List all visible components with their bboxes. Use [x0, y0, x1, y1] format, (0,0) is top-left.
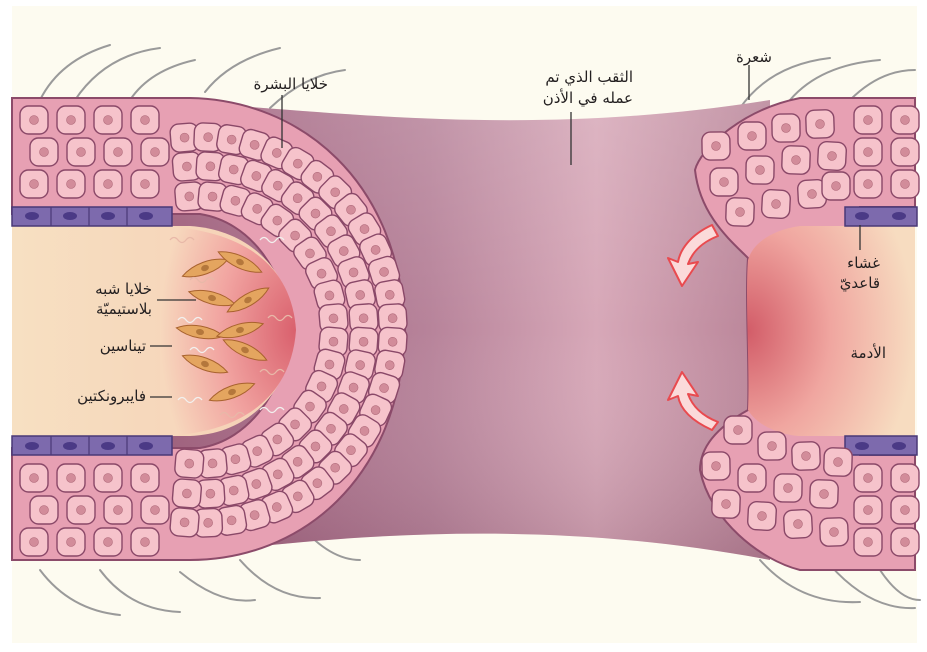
- epidermal-cell: [104, 138, 132, 166]
- epidermal-cell: [738, 122, 766, 150]
- epidermal-cell: [170, 507, 200, 537]
- epidermal-cell: [141, 496, 169, 524]
- epidermal-cell: [94, 464, 122, 492]
- epidermal-cell: [67, 496, 95, 524]
- epidermal-cell: [702, 452, 730, 480]
- epidermal-cell: [891, 528, 919, 556]
- epidermal-cell: [782, 146, 811, 175]
- epidermal-cell: [712, 490, 741, 519]
- epidermal-cell: [822, 172, 850, 200]
- epidermal-cell: [174, 448, 204, 478]
- epidermal-cell: [746, 156, 774, 184]
- epidermal-cell: [131, 106, 159, 134]
- epidermal-cell: [57, 528, 85, 556]
- epidermal-cell: [57, 464, 85, 492]
- epidermal-cell: [774, 474, 802, 502]
- epidermal-cell: [94, 106, 122, 134]
- epidermal-cell: [817, 141, 846, 170]
- epidermal-cell: [141, 138, 169, 166]
- label-tenascin: تيناسين: [50, 337, 146, 356]
- epidermal-cell: [710, 168, 738, 196]
- epidermal-cell: [30, 138, 58, 166]
- epidermal-cell: [20, 528, 48, 556]
- epidermal-cell: [854, 464, 882, 492]
- epidermal-cell: [702, 132, 730, 160]
- epidermal-cell: [854, 106, 882, 134]
- epidermal-cell: [761, 189, 790, 218]
- epidermal-cell: [20, 170, 48, 198]
- epidermal-cell: [131, 464, 159, 492]
- epidermal-cell: [57, 170, 85, 198]
- label-fibronectin: فايبرونكتين: [30, 387, 146, 406]
- epidermal-cell: [783, 509, 812, 538]
- epidermal-cell: [30, 496, 58, 524]
- epidermal-cell: [891, 106, 919, 134]
- epidermal-cell: [20, 464, 48, 492]
- epidermal-cell: [131, 528, 159, 556]
- label-ear-hole-line2: عمله في الأذن: [505, 89, 633, 108]
- label-blastema-line2: بلاستيميّة: [40, 300, 152, 319]
- label-dermis: الأدمة: [810, 344, 886, 363]
- epidermal-cell: [104, 496, 132, 524]
- epidermal-cell: [772, 114, 800, 142]
- epidermal-cell: [806, 110, 835, 139]
- epidermal-cell: [20, 106, 48, 134]
- epidermal-cell: [891, 170, 919, 198]
- epidermal-cell: [891, 464, 919, 492]
- epidermal-cell: [824, 448, 853, 477]
- label-ear-hole-line1: الثقب الذي تم: [505, 68, 633, 87]
- epidermal-cell: [891, 138, 919, 166]
- epidermal-cell: [131, 170, 159, 198]
- epidermal-cell: [67, 138, 95, 166]
- epidermal-cell: [57, 106, 85, 134]
- epidermal-cell: [724, 416, 752, 444]
- epidermal-cell: [854, 496, 882, 524]
- label-epidermal-cells: خلايا البشرة: [218, 75, 328, 94]
- epidermal-cell: [94, 170, 122, 198]
- epidermal-cell: [854, 170, 882, 198]
- label-blastema-line1: خلايا شبه: [40, 280, 152, 299]
- epidermal-cell: [792, 442, 821, 471]
- label-basement-line1: غشاء: [820, 254, 880, 273]
- epidermal-cell: [820, 518, 849, 547]
- epidermal-cell: [758, 432, 786, 460]
- epidermal-cell: [172, 478, 202, 508]
- epidermal-cell: [891, 496, 919, 524]
- epidermal-cell: [726, 198, 755, 227]
- label-hair: شعرة: [712, 48, 772, 67]
- epidermal-cell: [854, 138, 882, 166]
- epidermal-cell: [94, 528, 122, 556]
- epidermal-cell: [854, 528, 882, 556]
- epidermal-cell: [747, 501, 776, 530]
- label-basement-line2: قاعديّ: [820, 274, 880, 293]
- epidermal-cell: [738, 464, 766, 492]
- epidermal-cell: [810, 480, 839, 509]
